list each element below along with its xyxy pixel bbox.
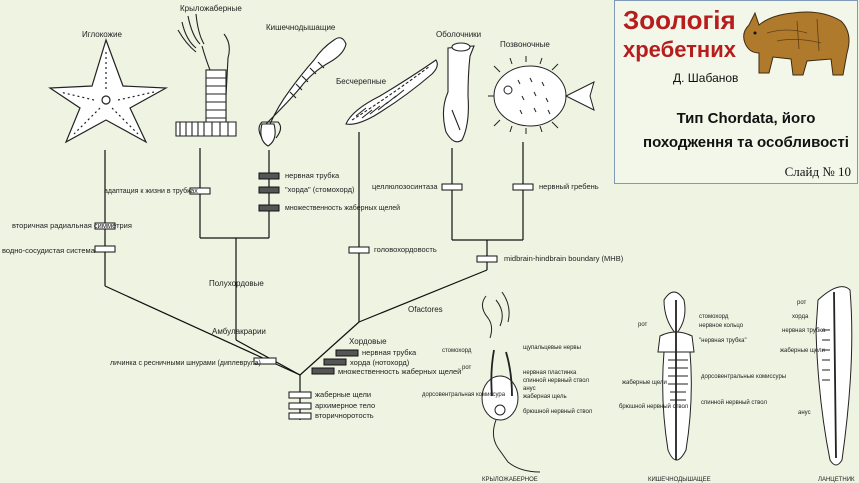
trait-deuterostomy: вторичноротость xyxy=(315,411,374,420)
entero-label-3: "нервная трубка" xyxy=(699,338,747,344)
trait-gill-slits-many-c: множественность жаберных щелей xyxy=(338,367,461,376)
entero-label-6: брюшной нервный ствол xyxy=(619,403,689,410)
marker-cephalochordy xyxy=(348,246,370,254)
slide-topic: Тип Chordata, його походження та особлив… xyxy=(643,110,849,151)
taxon-pterobranchs: Крыложаберные xyxy=(180,4,242,13)
trait-cellulose: целлюлозосинтаза xyxy=(372,182,438,191)
marker-deuterostomy xyxy=(288,412,312,420)
marker-nerve-tube-c xyxy=(335,349,359,357)
ptero-label-8: брюшной нервный ствол xyxy=(523,408,593,415)
enteropneust-illustration xyxy=(258,37,347,147)
marker-dipleurula xyxy=(253,357,277,365)
ptero-label-0: щупальцевые нервы xyxy=(523,345,581,351)
lancelet-label-2: нервная трубка xyxy=(782,328,826,334)
trait-radial-symmetry: вторичная радиальная симметрия xyxy=(12,221,132,230)
marker-mhb xyxy=(476,255,498,263)
tree-branches xyxy=(104,132,524,420)
ptero-label-6: жаберная щель xyxy=(523,394,567,400)
marker-neural-crest xyxy=(512,183,534,191)
tunicate-illustration xyxy=(442,42,475,143)
ptero-caption: КРЫЛОЖАБЕРНОЕ xyxy=(482,477,538,483)
rhino-logo xyxy=(743,11,850,76)
lancelet-label-1: хорда xyxy=(792,314,809,320)
clade-ambulacraria: Амбулакрарии xyxy=(212,327,266,336)
course-title-line1: Зоологія xyxy=(623,5,736,35)
taxon-enteropneusts: Кишечнодышащие xyxy=(266,23,336,32)
pterobranch-illustration xyxy=(175,13,237,137)
marker-archimeric xyxy=(288,402,312,410)
ptero-label-7: дорсовентральная комиссура xyxy=(422,392,506,398)
entero-label-0: стомохорд xyxy=(699,314,729,320)
trait-cephalochordy: головохордовость xyxy=(374,245,437,254)
trait-gill-slits-many-h: множественность жаберных щелей xyxy=(285,204,400,212)
clade-olfactores: Ofactores xyxy=(408,305,443,314)
clade-hemichordates: Полухордовые xyxy=(209,279,264,288)
slide-number: Слайд № 10 xyxy=(784,164,851,179)
trait-mhb: midbrain-hindbrain boundary (MHB) xyxy=(504,254,624,263)
lancelet-label-4: анус xyxy=(798,410,811,416)
course-title-line2: хребетних xyxy=(623,37,736,62)
trait-water-vascular: водно-сосудистая система xyxy=(2,246,96,255)
ptero-label-1: стомохорд xyxy=(442,348,472,354)
marker-radial-symmetry xyxy=(94,222,116,230)
trait-neural-crest: нервный гребень xyxy=(539,182,599,191)
taxon-tunicates: Оболочники xyxy=(436,30,481,39)
marker-stomochord xyxy=(258,186,280,194)
pterobranch-anatomy xyxy=(481,291,541,473)
taxon-echinoderms: Иглокожие xyxy=(82,30,122,39)
marker-cellulose xyxy=(441,183,463,191)
clade-chordates: Хордовые xyxy=(349,337,387,346)
starfish-illustration xyxy=(48,38,169,144)
entero-label-2: нервное кольцо xyxy=(699,323,744,329)
pufferfish-illustration xyxy=(488,56,595,134)
entero-caption: КИШЕЧНОДЫШАЩЕЕ xyxy=(648,477,711,483)
marker-water-vascular xyxy=(94,245,116,253)
entero-label-7: спинной нервный ствол xyxy=(701,399,767,406)
title-panel: Зоологія хребетних Д. Шабанов Тип Chorda… xyxy=(614,0,858,184)
taxon-vertebrates: Позвоночные xyxy=(500,40,550,49)
trait-stomochord: "хорда" (стомохорд) xyxy=(285,185,355,194)
lancelet-label-3: жаберные щели xyxy=(780,348,825,354)
marker-notochord xyxy=(323,358,347,366)
trait-archimeric: архимерное тело xyxy=(315,401,375,410)
lancelet-anatomy xyxy=(815,286,853,466)
lancelet-illustration xyxy=(345,59,438,125)
entero-label-4: жаберные щели xyxy=(622,380,667,386)
ptero-label-4: спинной нервный ствол xyxy=(523,377,589,384)
marker-gill-slits-many-c xyxy=(311,367,335,375)
ptero-label-5: анус xyxy=(523,386,536,392)
course-title: Зоологія хребетних xyxy=(623,5,743,65)
trait-markers xyxy=(94,172,534,420)
trait-tube-life: адаптация к жизни в трубках xyxy=(104,187,198,195)
taxon-acrania: Бесчерепные xyxy=(336,77,387,86)
marker-tube-life xyxy=(189,187,211,195)
trait-dipleurula: личинка с ресничными шнурами (диплеврула… xyxy=(110,360,261,367)
marker-nerve-tube-h xyxy=(258,172,280,180)
marker-gill-slits xyxy=(288,391,312,399)
entero-label-1: рот xyxy=(638,322,648,328)
author: Д. Шабанов xyxy=(673,71,739,85)
ptero-label-3: нервная пластинка xyxy=(523,370,577,376)
trait-nerve-tube-c: нервная трубка xyxy=(362,348,417,357)
trait-notochord: хорда (нотохорд) xyxy=(350,358,410,367)
marker-gill-slits-many-h xyxy=(258,204,280,212)
entero-label-5: дорсовентральные комиссуры xyxy=(701,374,786,380)
trait-gill-slits: жаберные щели xyxy=(315,390,371,399)
trait-nerve-tube-h: нервная трубка xyxy=(285,171,340,180)
lancelet-caption: ЛАНЦЕТНИК xyxy=(818,477,855,483)
lancelet-label-0: рот xyxy=(797,300,807,306)
ptero-label-2: рот xyxy=(462,365,472,371)
enteropneust-anatomy xyxy=(657,291,695,461)
